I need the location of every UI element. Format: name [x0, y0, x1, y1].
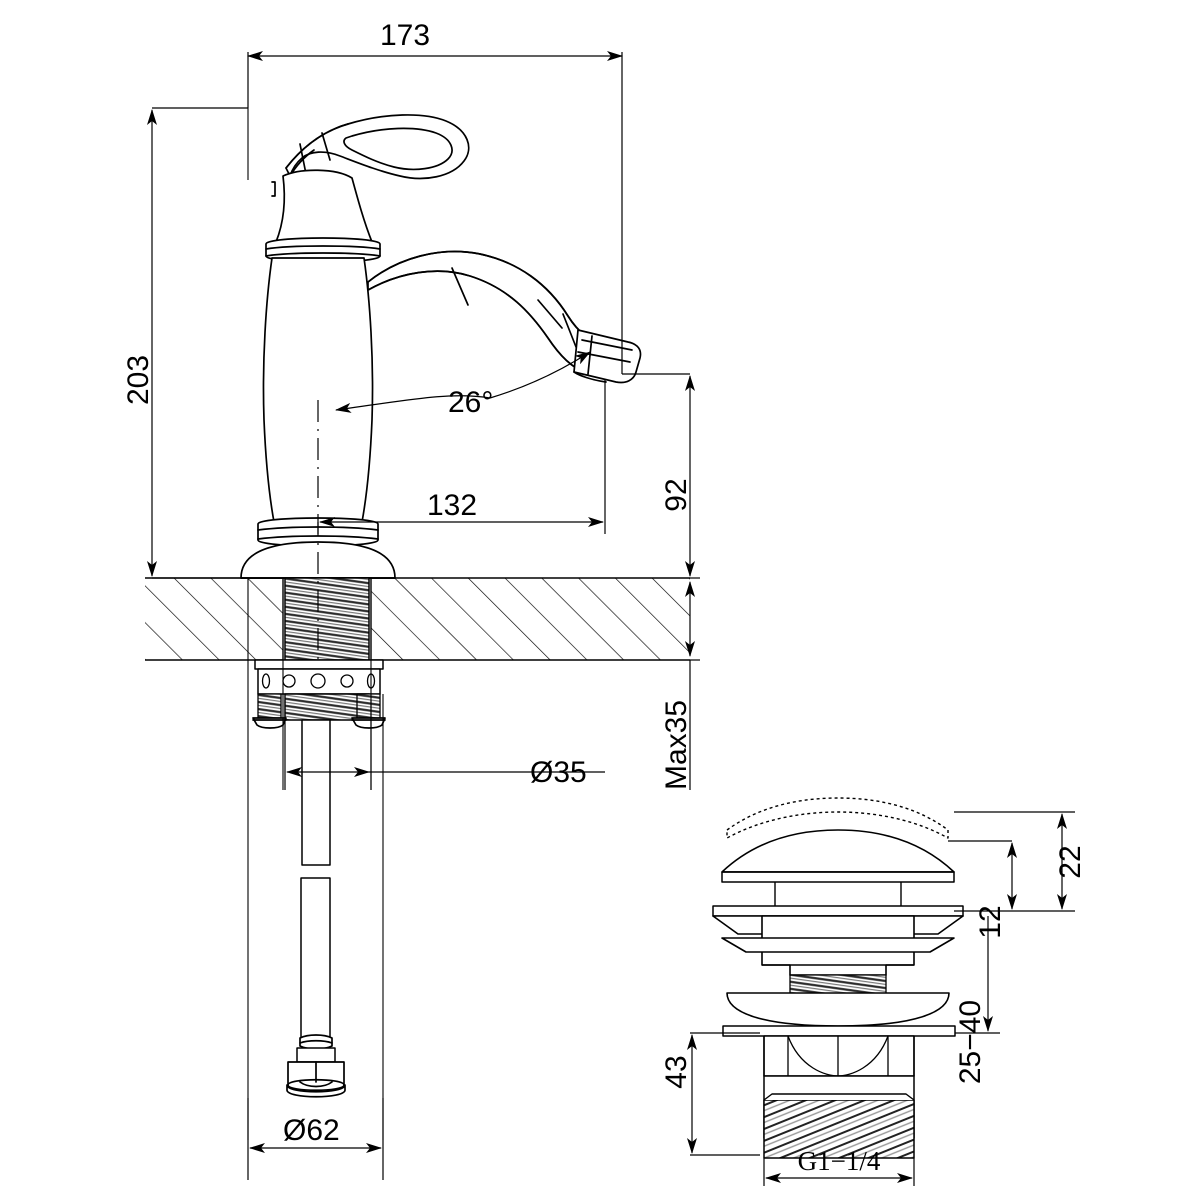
dim-angle-26: 26°: [448, 386, 493, 419]
threaded-shank: [282, 577, 372, 661]
dim-waste-22: 22: [1054, 845, 1087, 878]
dim-spout-height-92: 92: [660, 478, 693, 511]
lower-flange: [722, 992, 956, 1037]
dim-nut-dia-62: Ø62: [283, 1114, 340, 1147]
outlet-thread: [763, 1093, 915, 1159]
dim-height-203: 203: [122, 355, 155, 405]
dimension-lines-waste: [687, 811, 1075, 1186]
dim-waste-43: 43: [660, 1055, 693, 1088]
countertop-section: [145, 577, 690, 661]
dim-width-173: 173: [380, 19, 430, 52]
dim-waste-thread-g114: G1−1/4: [798, 1146, 881, 1176]
dim-waste-12: 12: [974, 905, 1007, 938]
dim-reach-132: 132: [427, 489, 477, 522]
extension-lines: [247, 108, 384, 1140]
cap-posts: [774, 882, 902, 906]
lever-handle: [285, 114, 470, 180]
clamp-screw-left: [252, 693, 287, 729]
cap-closed-position: [721, 829, 955, 883]
dim-counter-max35: Max35: [660, 700, 693, 790]
hose-nut: [286, 1034, 346, 1098]
handle-cap: [271, 169, 373, 243]
dim-waste-25-40: 25−40: [954, 1000, 987, 1084]
faucet-assembly: [240, 114, 642, 1098]
dim-hole-dia-35: Ø35: [530, 756, 587, 789]
hex-body: [763, 1035, 915, 1077]
clamp-screw-right: [351, 693, 386, 729]
waste-upper-body: [721, 915, 955, 976]
supply-hose-upper: [301, 719, 331, 866]
mounting-plate: [254, 659, 384, 695]
curved-spout: [367, 250, 607, 375]
waste-assembly: [712, 797, 964, 1159]
supply-hose-lower: [300, 877, 331, 1039]
cap-open-position: [726, 797, 949, 839]
